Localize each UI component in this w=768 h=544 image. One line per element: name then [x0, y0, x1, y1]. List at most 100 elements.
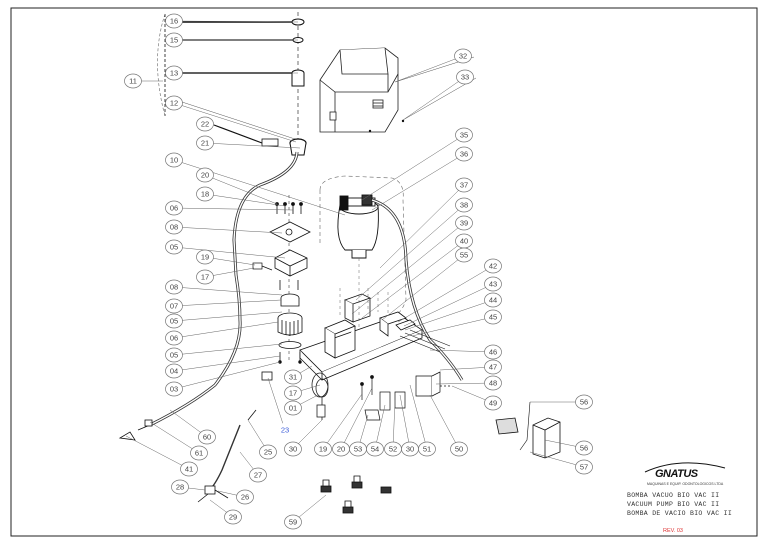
callout-circle	[236, 489, 254, 505]
callout-number: 57	[580, 463, 588, 472]
callout-12: 12	[165, 95, 183, 111]
callout-circle	[165, 32, 183, 48]
callout-number: 56	[580, 398, 588, 407]
callout-number: 17	[201, 273, 209, 282]
callout-38: 38	[455, 197, 473, 213]
callout-circle	[284, 514, 302, 530]
leader-line-23	[267, 377, 286, 431]
callout-15: 15	[165, 32, 183, 48]
callout-number: 45	[489, 313, 497, 322]
leader-line-04	[173, 355, 281, 372]
callout-number: 13	[170, 69, 178, 78]
callout-number: 56	[580, 444, 588, 453]
callout-circle	[198, 429, 216, 445]
leader-line-08b	[173, 286, 283, 296]
callout-52: 52	[384, 441, 402, 457]
title-line-es: BOMBA DE VACIO BIO VAC II	[627, 510, 733, 517]
callout-23: 23	[276, 423, 294, 437]
leader-line-08	[173, 226, 283, 234]
callout-number: 11	[129, 77, 137, 86]
callout-05b: 05	[165, 313, 183, 329]
callout-number: 60	[203, 433, 211, 442]
leader-line-50	[429, 394, 460, 450]
callout-number: 06	[170, 204, 178, 213]
callout-number: 42	[489, 262, 497, 271]
callout-circle	[165, 347, 183, 363]
callout-number: 46	[489, 348, 497, 357]
fitting-17	[252, 262, 273, 271]
leader-line-42	[397, 265, 494, 323]
callout-number: 51	[423, 445, 431, 454]
callout-19b: 19	[314, 441, 332, 457]
leader-line-03	[173, 361, 281, 390]
leader-line-05c	[173, 343, 283, 356]
callout-number: 23	[281, 426, 289, 435]
pump-head-stack	[269, 195, 311, 364]
callout-61: 61	[190, 445, 208, 461]
leader-line-06	[173, 207, 294, 211]
callout-number: 12	[170, 99, 178, 108]
callout-number: 41	[185, 465, 193, 474]
callout-number: 40	[460, 237, 468, 246]
leader-line-44	[404, 299, 494, 331]
callout-circle	[196, 186, 214, 202]
callout-number: 30	[406, 445, 414, 454]
callout-06: 06	[165, 200, 183, 216]
leader-line-21	[204, 142, 301, 149]
callout-circle	[484, 276, 502, 292]
callout-circle	[224, 509, 242, 525]
leader-line-33	[402, 76, 466, 121]
callout-number: 26	[241, 493, 249, 502]
callout-number: 28	[176, 483, 184, 492]
leader-line-30b	[399, 394, 411, 450]
callout-number: 04	[170, 367, 178, 376]
callout-circle	[456, 69, 474, 85]
leader-line-43	[403, 283, 494, 327]
callout-circle	[484, 359, 502, 375]
callout-13: 13	[165, 65, 183, 81]
callout-40: 40	[455, 233, 473, 249]
callout-39: 39	[455, 215, 473, 231]
seal-ring-group	[157, 12, 307, 156]
callout-number: 52	[389, 445, 397, 454]
callout-41: 41	[180, 461, 198, 477]
callout-circle	[171, 479, 189, 495]
callout-48: 48	[484, 375, 502, 391]
callout-number: 30	[289, 445, 297, 454]
callout-number: 50	[455, 445, 463, 454]
leader-line-57	[529, 451, 585, 468]
callout-33: 33	[456, 69, 474, 85]
callout-circle	[124, 73, 142, 89]
callout-circle	[165, 363, 183, 379]
leader-line-19b	[322, 393, 363, 450]
callout-55: 55	[455, 247, 473, 263]
leader-line-05b	[173, 311, 283, 322]
callout-circle	[165, 381, 183, 397]
callout-number: 44	[489, 296, 497, 305]
callout-number: 55	[460, 251, 468, 260]
leader-line-61	[149, 421, 200, 454]
callout-circle	[455, 197, 473, 213]
callout-number: 54	[371, 445, 379, 454]
revision-label: REV. 03	[663, 528, 683, 534]
callout-17b: 17	[284, 385, 302, 401]
callout-number: 53	[354, 445, 362, 454]
callout-circle	[284, 369, 302, 385]
callout-number: 10	[170, 156, 178, 165]
callout-number: 19	[201, 253, 209, 262]
callout-01: 01	[284, 400, 302, 416]
callout-31: 31	[284, 369, 302, 385]
callout-number: 20	[337, 445, 345, 454]
leader-line-52	[392, 399, 396, 450]
callout-30: 30	[284, 441, 302, 457]
callout-25: 25	[259, 444, 277, 460]
callout-number: 25	[264, 448, 272, 457]
callout-circle	[284, 400, 302, 416]
callout-54: 54	[366, 441, 384, 457]
callout-circle	[484, 395, 502, 411]
switch-box	[495, 401, 561, 459]
callout-number: 17	[289, 389, 297, 398]
leader-line-20b	[340, 387, 373, 450]
callout-circle	[484, 309, 502, 325]
